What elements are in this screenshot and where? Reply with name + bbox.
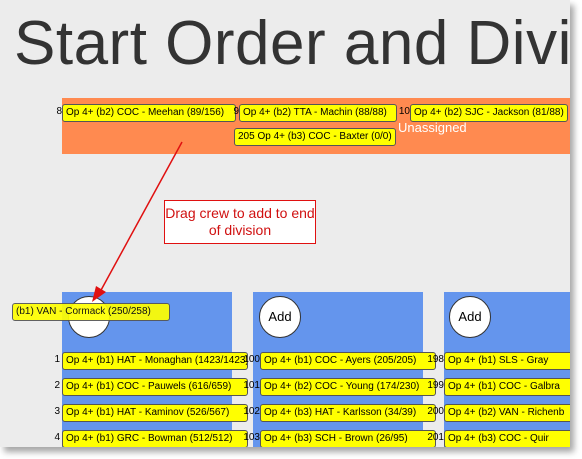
unassigned-label: Unassigned xyxy=(398,120,467,135)
crew-card[interactable]: Op 4+ (b1) SLS - Gray xyxy=(444,352,570,370)
crew-card[interactable]: Op 4+ (b3) COC - Quir xyxy=(444,430,570,447)
crew-card[interactable]: Op 4+ (b2) VAN - Richenb xyxy=(444,404,570,422)
crew-number: 201 xyxy=(427,432,444,443)
drag-hint-callout: Drag crew to add to end of division xyxy=(164,200,316,244)
crew-number: 2 xyxy=(54,380,60,391)
crew-number: 10 xyxy=(398,106,410,117)
add-button[interactable]: Add xyxy=(259,296,301,338)
crew-card[interactable]: Op 4+ (b3) HAT - Karlsson (34/39) xyxy=(260,404,436,422)
crew-card[interactable]: Op 4+ (b1) COC - Ayers (205/205) xyxy=(260,352,436,370)
crew-number: 3 xyxy=(54,406,60,417)
page-title: Start Order and Divi xyxy=(14,9,570,78)
crew-card[interactable]: Op 4+ (b2) COC - Meehan (89/156) xyxy=(62,104,236,122)
crew-number: 101 xyxy=(243,380,260,391)
crew-card[interactable]: Op 4+ (b1) GRC - Bowman (512/512) xyxy=(62,430,248,447)
crew-card[interactable]: Op 4+ (b1) HAT - Monaghan (1423/1423) xyxy=(62,352,248,370)
app-frame: Start Order and Divi Unassigned 8 Op 4+ … xyxy=(0,0,570,447)
crew-card[interactable]: Op 4+ (b2) COC - Young (174/230) xyxy=(260,378,436,396)
crew-number: 198 xyxy=(427,354,444,365)
add-button[interactable]: Add xyxy=(449,296,491,338)
crew-number: 199 xyxy=(427,380,444,391)
crew-number: 1 xyxy=(54,354,60,365)
crew-number: 9 xyxy=(233,106,239,117)
crew-number: 103 xyxy=(243,432,260,443)
crew-card[interactable]: Op 4+ (b2) TTA - Machin (88/88) xyxy=(239,104,397,122)
crew-number: 100 xyxy=(243,354,260,365)
crew-card[interactable]: Op 4+ (b1) HAT - Kaminov (526/567) xyxy=(62,404,248,422)
crew-card[interactable]: Op 4+ (b2) SJC - Jackson (81/88) xyxy=(410,104,568,122)
crew-card[interactable]: 205 Op 4+ (b3) COC - Baxter (0/0) xyxy=(234,128,396,146)
crew-number: 102 xyxy=(243,406,260,417)
crew-card[interactable]: Op 4+ (b1) COC - Galbra xyxy=(444,378,570,396)
crew-number: 200 xyxy=(427,406,444,417)
crew-card[interactable]: Op 4+ (b1) COC - Pauwels (616/659) xyxy=(62,378,248,396)
crew-card[interactable]: Op 4+ (b3) SCH - Brown (26/95) xyxy=(260,430,436,447)
annotation-arrow xyxy=(92,141,183,302)
dragging-crew-card[interactable]: (b1) VAN - Cormack (250/258) xyxy=(12,303,170,321)
crew-number: 8 xyxy=(56,106,62,117)
crew-number: 4 xyxy=(54,432,60,443)
